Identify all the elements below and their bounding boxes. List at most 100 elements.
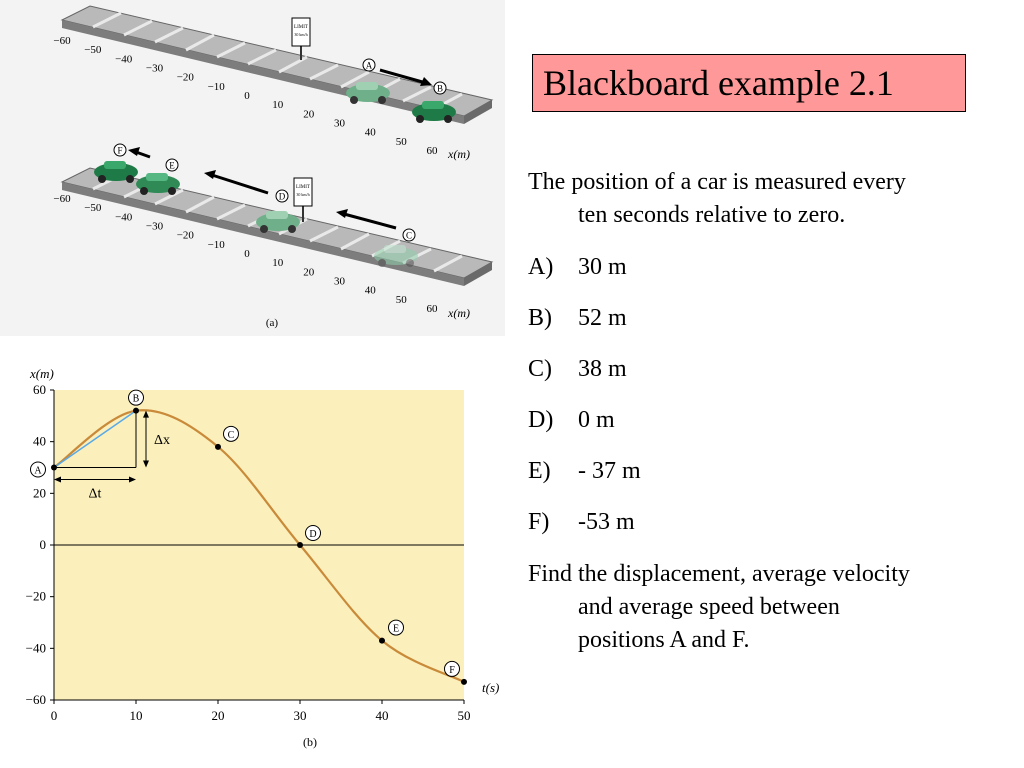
car-icon	[256, 211, 300, 233]
x-tick-label: 10	[130, 708, 143, 723]
road-tick-label: −40	[115, 211, 133, 223]
speed-limit-sign-top: LIMIT 30 km/h	[291, 17, 311, 60]
arrowhead-icon	[54, 476, 61, 483]
road-tick-label: 10	[272, 99, 284, 111]
road-tick-label: 30	[334, 118, 346, 130]
option-letter: F)	[528, 509, 550, 535]
road-tick-label: −40	[115, 53, 133, 65]
arrow-icon	[379, 68, 432, 86]
option-letter: D)	[528, 407, 554, 433]
x-tick-label: 30	[294, 708, 307, 723]
option-value: 52 m	[578, 305, 627, 331]
data-point	[51, 464, 57, 471]
intro-line-2: ten seconds relative to zero.	[578, 202, 846, 228]
marker-label: D	[279, 192, 286, 202]
road-tick-label: 30	[334, 276, 346, 288]
road-tick-label: −20	[177, 230, 195, 242]
road-tick-label: −60	[53, 35, 71, 47]
y-tick-label: 0	[40, 537, 47, 552]
marker-label: A	[366, 61, 373, 71]
point-marker-icon	[444, 660, 460, 677]
car-icon	[346, 82, 390, 104]
speed-limit-sign-bottom: LIMIT 30 km/h	[293, 177, 313, 222]
data-point	[379, 637, 385, 644]
arrowhead-icon	[143, 460, 149, 468]
option-value: 30 m	[578, 254, 627, 280]
car-icon	[374, 245, 418, 267]
slide-title: Blackboard example 2.1	[543, 63, 894, 103]
sign-text: 30 km/h	[294, 32, 307, 37]
point-marker-icon	[128, 389, 144, 406]
y-axis-label: x(m)	[29, 366, 54, 381]
intro-line-1: The position of a car is measured every	[528, 169, 906, 195]
option-letter: E)	[528, 458, 551, 484]
option-value: 38 m	[578, 356, 627, 382]
road-tick-label: −10	[208, 81, 226, 93]
x-tick-label: 40	[376, 708, 389, 723]
road-tick-label: 0	[244, 90, 250, 102]
option-value: -53 m	[578, 509, 635, 535]
marker-label: C	[406, 231, 412, 241]
car-icon	[136, 173, 180, 195]
marker-f-icon: F	[113, 143, 127, 157]
figure-a-caption: (a)	[266, 317, 279, 329]
road-tick-label: 50	[396, 294, 408, 306]
delta-x-label: Δx	[154, 433, 170, 448]
figure-b-caption: (b)	[303, 735, 317, 749]
y-tick-label: −60	[26, 692, 46, 707]
road-tick-label: 10	[272, 257, 284, 269]
x-tick-label: 0	[51, 708, 58, 723]
point-marker-icon	[30, 461, 46, 478]
road-tick-label: −10	[208, 239, 226, 251]
plot-axes	[50, 389, 465, 704]
option-value: - 37 m	[578, 458, 641, 484]
point-marker-icon	[305, 525, 321, 541]
chord-line	[53, 410, 137, 469]
marker-a-icon: A	[362, 58, 376, 72]
sign-text: LIMIT	[294, 25, 308, 30]
road-tick-label: −30	[146, 221, 164, 233]
marker-label: F	[117, 146, 122, 156]
road-tick-label: −50	[84, 44, 102, 56]
road-tick-label: −60	[53, 193, 71, 205]
option-letter: B)	[528, 305, 552, 331]
road-tick-label: 20	[303, 108, 315, 120]
point-marker-icon	[223, 425, 239, 442]
road-tick-label: 0	[244, 248, 250, 260]
road-tick-label: 40	[365, 127, 377, 139]
data-point	[297, 542, 303, 548]
road-tick-label: −30	[146, 63, 164, 75]
y-tick-label: −20	[26, 589, 46, 604]
axis-label-bottom: x(m)	[447, 306, 470, 320]
title-box: Blackboard example 2.1	[532, 54, 966, 112]
marker-b-icon: B	[433, 81, 447, 95]
road-tick-label: −20	[177, 72, 195, 84]
y-tick-label: −40	[26, 640, 46, 655]
road-tick-label: 40	[365, 285, 377, 297]
x-tick-label: 50	[458, 708, 471, 723]
arrowhead-icon	[129, 476, 136, 483]
arrowhead-icon	[143, 410, 149, 418]
marker-d-icon: D	[275, 189, 289, 203]
point-label: F	[449, 665, 455, 676]
point-label: B	[133, 394, 140, 405]
point-marker-icon	[388, 619, 404, 636]
x-axis-label: t(s)	[482, 680, 499, 695]
question-line-1: Find the displacement, average velocity	[528, 561, 910, 587]
point-label: C	[228, 430, 235, 441]
road-tick-label: −50	[84, 202, 102, 214]
arrow-icon	[128, 147, 397, 230]
data-point	[215, 443, 221, 450]
question-line-2: and average speed between	[578, 594, 840, 620]
car-icon	[412, 101, 456, 123]
marker-label: B	[437, 84, 443, 94]
road-tick-label: 20	[303, 266, 315, 278]
sign-text: 30 km/h	[296, 192, 309, 197]
